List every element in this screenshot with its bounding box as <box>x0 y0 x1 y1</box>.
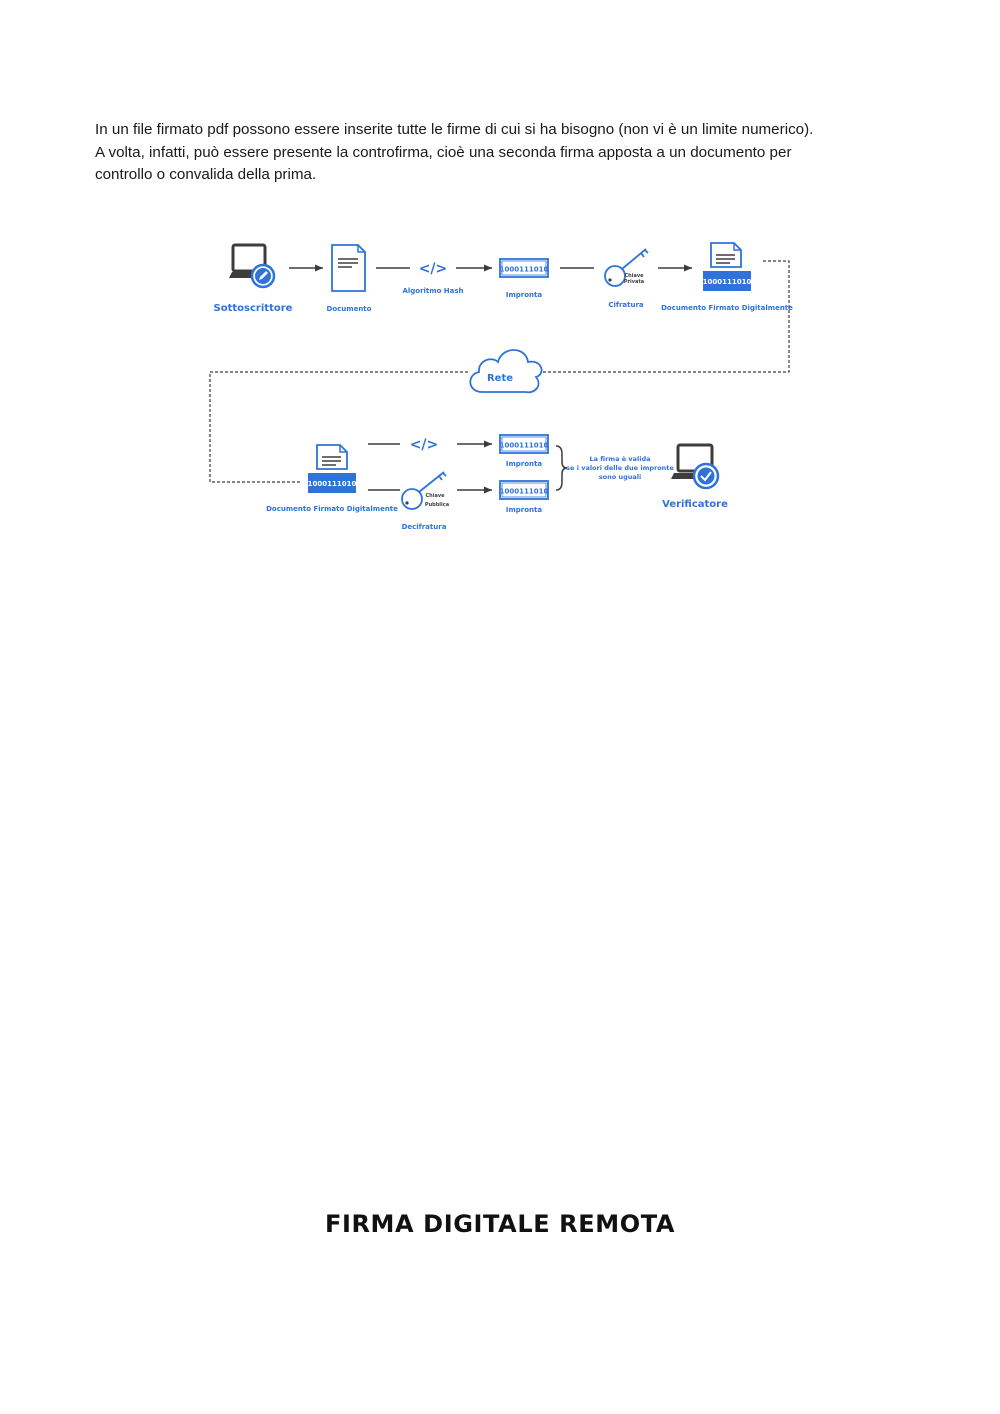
valid-note-1: La firma è valida <box>589 455 650 463</box>
network-label: Rete <box>487 373 513 384</box>
laptop-check-icon <box>671 443 720 490</box>
digest-box-lower: 1000111010 <box>499 480 549 500</box>
laptop-pen-icon <box>229 243 276 289</box>
signed-document-label: Documento Firmato Digitalmente <box>661 304 793 312</box>
signed-digest-value: 1000111010 <box>703 278 752 286</box>
code-icon: </> <box>419 261 448 277</box>
valid-note-3: sono uguali <box>599 473 641 481</box>
signed-document-label-bottom: Documento Firmato Digitalmente <box>266 505 398 513</box>
decryption-label: Decifratura <box>402 523 447 531</box>
public-key-icon <box>401 471 447 510</box>
digest-box-upper: 1000111010 <box>499 434 549 454</box>
digest-label-upper: Impronta <box>506 460 543 468</box>
document-icon <box>331 244 366 292</box>
digest-value-lower: 1000111010 <box>500 488 549 496</box>
valid-note-2: se i valori delle due impronte <box>566 464 674 472</box>
document-label: Documento <box>327 305 372 313</box>
digest-label: Impronta <box>506 291 543 299</box>
hash-algorithm-label: Algoritmo Hash <box>402 287 463 295</box>
code-icon-bottom: </> <box>410 437 439 453</box>
intro-line-3: controllo o convalida della prima. <box>95 166 317 183</box>
intro-line-1: In un file firmato pdf possono essere in… <box>95 121 814 138</box>
cloud-icon <box>469 349 543 394</box>
signed-document-icon-bottom: 1000111010 <box>308 444 357 493</box>
brace-icon <box>555 445 568 491</box>
signed-document-icon: 1000111010 <box>703 242 752 291</box>
intro-paragraph: In un file firmato pdf possono essere in… <box>95 119 925 187</box>
public-key-label-1: Chiave <box>426 493 446 499</box>
digest-value-upper: 1000111010 <box>500 442 549 450</box>
digest-box: 1000111010 <box>499 258 549 278</box>
public-key-label-2: Pubblica <box>425 502 449 508</box>
verifier-label: Verificatore <box>662 499 728 510</box>
signed-digest-value-bottom: 1000111010 <box>308 480 357 488</box>
private-key-icon <box>604 248 649 287</box>
encryption-label: Cifratura <box>608 301 644 309</box>
private-key-label-1: Chiave <box>625 273 645 279</box>
private-key-label-2: Privata <box>624 279 644 285</box>
section-title: FIRMA DIGITALE REMOTA <box>324 1210 676 1238</box>
diagram-svg: Sottoscrittore Documento </> Algoritmo H… <box>209 242 793 531</box>
digital-signature-diagram: Sottoscrittore Documento </> Algoritmo H… <box>200 232 810 542</box>
digest-label-lower: Impronta <box>506 506 543 514</box>
digest-value: 1000111010 <box>500 266 549 274</box>
signer-label: Sottoscrittore <box>214 303 293 314</box>
intro-line-2: A volta, infatti, può essere presente la… <box>95 143 792 161</box>
